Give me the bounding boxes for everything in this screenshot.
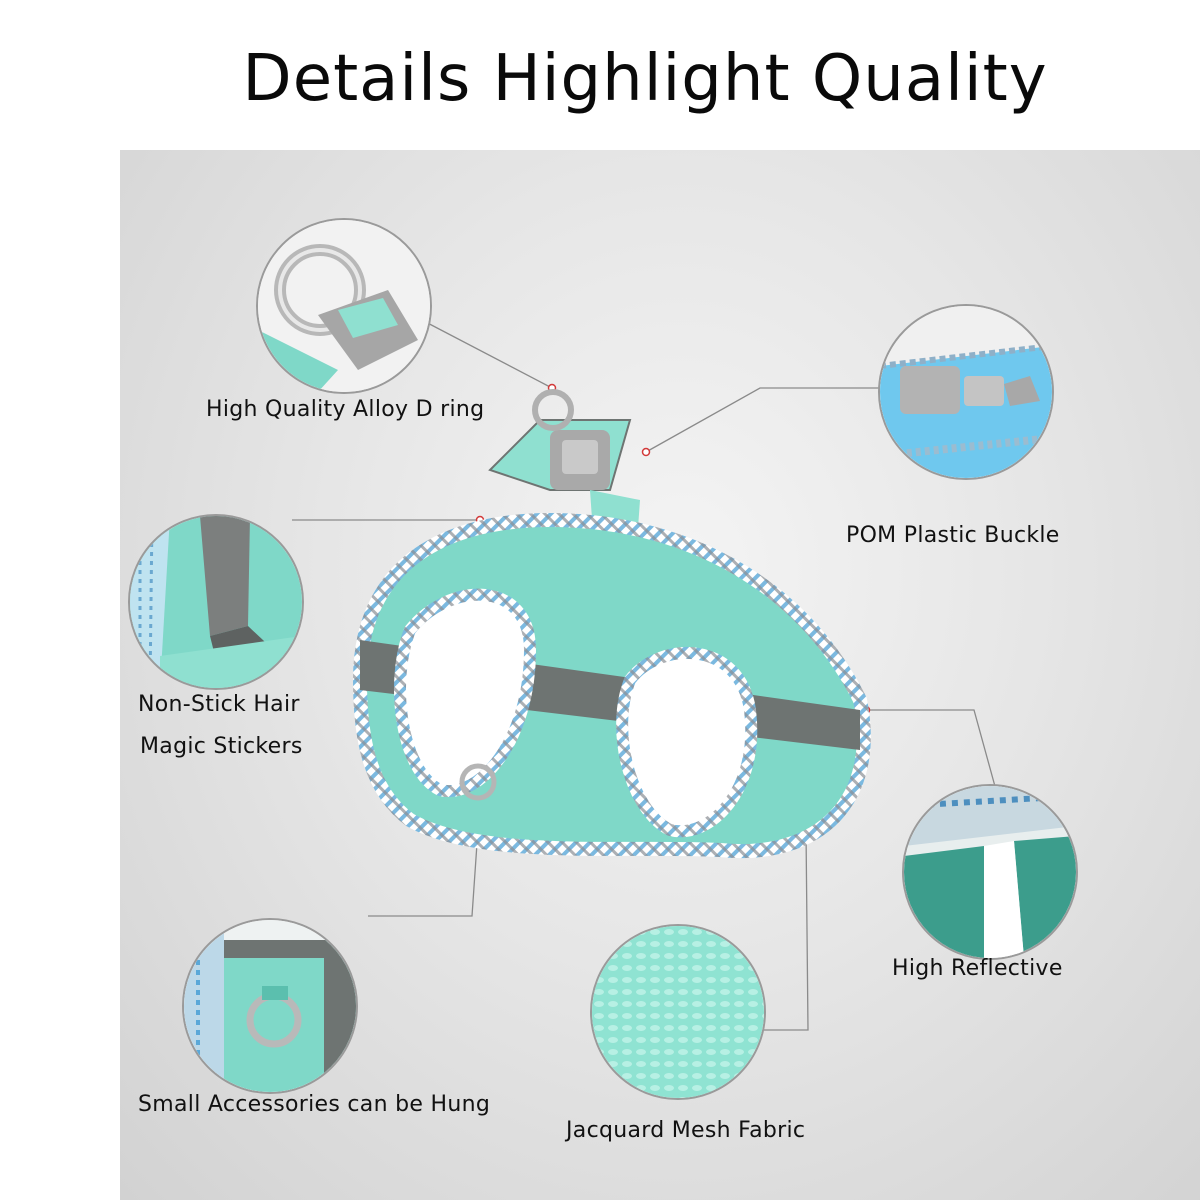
label-stickers-line1: Non-Stick Hair — [138, 692, 300, 717]
label-mesh: Jacquard Mesh Fabric — [566, 1118, 806, 1143]
label-reflective: High Reflective — [892, 956, 1063, 981]
harness-product-image — [352, 389, 871, 859]
line-reflective — [866, 709, 997, 791]
mesh-detail-image — [590, 924, 766, 1100]
velcro-detail-image — [128, 514, 304, 690]
label-stickers-line2: Magic Stickers — [140, 734, 303, 759]
line-d-ring — [417, 317, 553, 389]
reflective-detail-image — [902, 784, 1078, 960]
line-mesh — [760, 829, 809, 1031]
marker-buckle — [641, 447, 651, 457]
line-buckle — [645, 387, 884, 453]
label-accessories: Small Accessories can be Hung — [138, 1092, 491, 1117]
label-d-ring: High Quality Alloy D ring — [206, 397, 485, 422]
accessory-ring-detail-image — [182, 918, 358, 1094]
label-buckle: POM Plastic Buckle — [846, 523, 1060, 548]
buckle-detail-image — [878, 304, 1054, 480]
page-title: Details Highlight Quality — [242, 42, 1048, 116]
d-ring-detail-image — [256, 218, 432, 394]
